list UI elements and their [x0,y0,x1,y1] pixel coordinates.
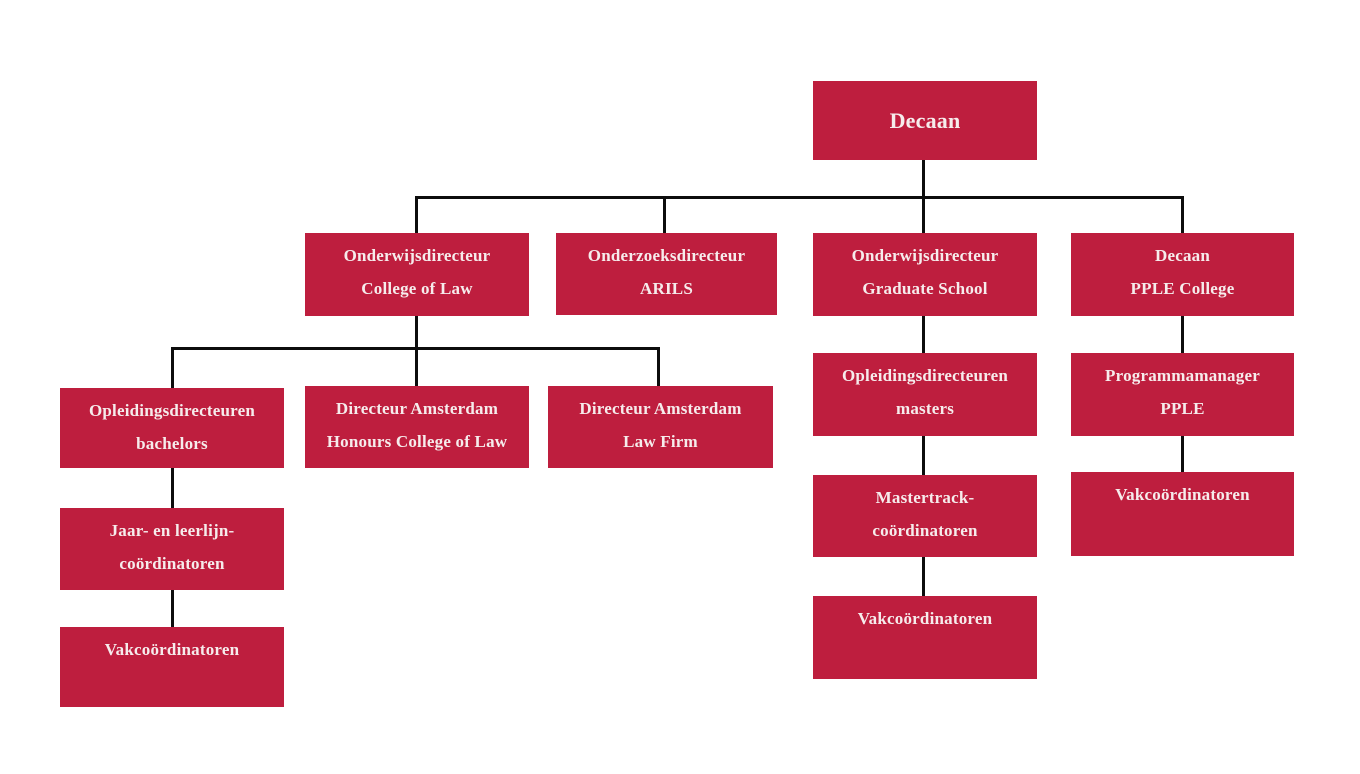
connector-line [1181,196,1184,233]
connector-line [1181,436,1184,472]
org-node-onderzoeksdirecteur-arils: Onderzoeksdirecteur ARILS [556,233,777,315]
node-label: Opleidingsdirecteuren [88,401,256,420]
node-label: Law Firm [623,432,698,451]
org-node-programmamanager-pple: Programmamanager PPLE [1071,353,1294,436]
connector-line [171,347,174,388]
org-node-opleidingsdirecteuren-bachelors: Opleidingsdirecteuren bachelors [60,388,284,468]
node-label: Jaar- en leerlijn- [109,521,235,540]
node-label: Decaan [1154,246,1211,265]
node-label: Programmamanager [1105,366,1260,385]
org-node-onderwijsdirecteur-graduate-school: Onderwijsdirecteur Graduate School [813,233,1037,316]
connector-line [171,468,174,508]
org-node-jaar-en-leerlijn-coordinatoren: Jaar- en leerlijn- coördinatoren [60,508,284,590]
node-label: bachelors [136,434,208,453]
node-label: Directeur Amsterdam [579,399,742,418]
org-node-mastertrack-coordinatoren: Mastertrack- coördinatoren [813,475,1037,557]
node-label: Decaan [889,108,961,133]
org-node-onderwijsdirecteur-college-of-law: Onderwijsdirecteur College of Law [305,233,529,316]
node-label: ARILS [640,279,693,298]
node-label: Onderzoeksdirecteur [587,246,746,265]
connector-line [415,316,418,388]
connector-line [415,196,418,233]
connector-line [663,196,666,233]
connector-line [922,436,925,475]
node-label: College of Law [361,279,473,298]
org-node-directeur-amsterdam-law-firm: Directeur Amsterdam Law Firm [548,386,773,468]
org-node-vakcoordinatoren-bachelors: Vakcoördinatoren [60,627,284,707]
node-label: coördinatoren [872,521,978,540]
node-label: Mastertrack- [875,488,975,507]
node-label: PPLE College [1130,279,1235,298]
connector-line [171,347,660,350]
node-label: Vakcoördinatoren [1115,485,1250,504]
connector-line [657,347,660,388]
node-label: Vakcoördinatoren [857,609,993,628]
org-node-directeur-amsterdam-honours-college: Directeur Amsterdam Honours College of L… [305,386,529,468]
org-node-opleidingsdirecteuren-masters: Opleidingsdirecteuren masters [813,353,1037,436]
org-node-vakcoordinatoren-pple: Vakcoördinatoren [1071,472,1294,556]
connector-line [415,196,1184,199]
node-label: Directeur Amsterdam [335,399,499,418]
connector-line [922,557,925,596]
node-label: PPLE [1160,399,1205,418]
node-label: Onderwijsdirecteur [343,246,491,265]
connector-line [922,316,925,353]
node-label: Opleidingsdirecteuren [841,366,1009,385]
org-node-vakcoordinatoren-masters: Vakcoördinatoren [813,596,1037,679]
org-node-decaan: Decaan [813,81,1037,160]
connector-line [1181,316,1184,353]
node-label: Onderwijsdirecteur [851,246,999,265]
node-label: coördinatoren [119,554,225,573]
node-label: Graduate School [862,279,988,298]
org-node-decaan-pple-college: Decaan PPLE College [1071,233,1294,316]
connector-line [171,590,174,627]
node-label: masters [895,399,955,418]
node-label: Vakcoördinatoren [104,640,240,659]
node-label: Honours College of Law [326,432,508,451]
